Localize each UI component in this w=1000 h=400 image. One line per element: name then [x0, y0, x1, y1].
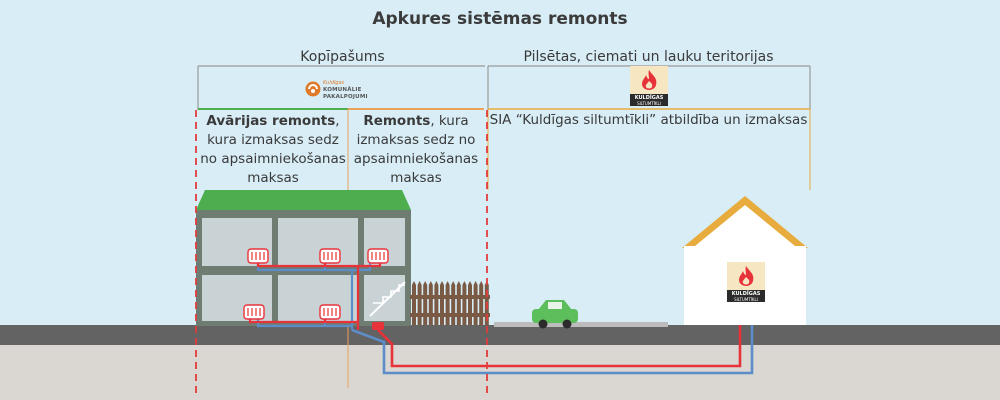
flame-icon	[642, 70, 657, 90]
box-emergency-bold: Avārijas remonts	[206, 113, 336, 129]
staircase-steps	[373, 284, 405, 304]
section-header-territories: Pilsētas, ciemati un lauku teritorijas	[523, 49, 774, 65]
radiator-icon	[243, 304, 265, 320]
logo3-line2: SILTUMTĪKLI	[734, 297, 758, 302]
kuldigas-komunalie-logo: Kuldīgas KOMUNĀLIE PAKALPOJUMI	[305, 79, 375, 101]
building-roof	[196, 190, 411, 210]
radiator-icon	[319, 248, 341, 264]
fence-picket	[462, 281, 467, 325]
district-pipes	[351, 325, 754, 375]
box-emergency-repair: Avārijas remonts, kura izmaksas sedz no …	[198, 112, 348, 188]
fence-picket	[412, 281, 416, 325]
kuldigas-siltumtikli-logo-house: KULDĪGAS SILTUMTĪKLI	[727, 262, 765, 302]
box-emergency-text: , kura izmaksas sedz no apsaimniekošanas…	[200, 113, 346, 186]
fence-picket	[417, 281, 422, 325]
kuldigas-siltumtikli-logo-header: KULDĪGAS SILTUMTĪKLI	[630, 66, 668, 106]
radiator-icon	[247, 248, 269, 264]
car-icon	[532, 300, 578, 329]
soil	[0, 342, 1000, 400]
box-repair-text: , kura izmaksas sedz no apsaimniekošanas…	[353, 113, 479, 186]
logo-mark-icon	[305, 81, 321, 97]
fence-picket	[479, 281, 484, 325]
road-curb	[494, 322, 668, 327]
room	[278, 275, 358, 321]
logo1-line1: Kuldīgas	[323, 80, 345, 86]
logo2-line2: SILTUMTĪKLI	[637, 101, 661, 106]
fence-picket	[423, 281, 428, 325]
box-repair: Remonts, kura izmaksas sedz no apsaimnie…	[348, 112, 484, 188]
box-repair-bold: Remonts	[363, 113, 431, 129]
fence-picket	[468, 281, 472, 325]
supply-pipe	[377, 325, 742, 368]
logo2-line1: KULDĪGAS	[634, 95, 664, 101]
header-bracket-left	[197, 65, 485, 110]
heat-substation	[372, 322, 384, 330]
room	[278, 218, 358, 266]
stairwell	[364, 275, 405, 321]
radiators	[243, 248, 389, 320]
logo1-line2: KOMUNĀLIE	[323, 87, 362, 93]
apartment-building	[196, 190, 411, 326]
private-house	[682, 196, 808, 325]
fence-picket	[434, 281, 439, 325]
section-header-joint-property: Kopīpašums	[300, 49, 385, 65]
ground	[0, 325, 1000, 345]
fence-picket	[473, 281, 478, 325]
fence-picket	[428, 281, 433, 325]
fence-picket	[456, 281, 461, 325]
return-pipe	[351, 325, 754, 375]
logo1-line3: PAKALPOJUMI	[323, 94, 368, 100]
fence	[410, 281, 490, 325]
logo3-line1: KULDĪGAS	[731, 291, 761, 297]
fence-picket	[445, 281, 450, 325]
page-title: Apkures sistēmas remonts	[372, 9, 628, 29]
fence-picket	[451, 281, 456, 325]
radiator-icon	[319, 304, 341, 320]
flame-icon	[739, 266, 754, 286]
radiator-icon	[367, 248, 389, 264]
fence-picket	[440, 281, 444, 325]
box-utility-responsibility: SIA “Kuldīgas siltumtīkli” atbildība un …	[489, 112, 808, 128]
